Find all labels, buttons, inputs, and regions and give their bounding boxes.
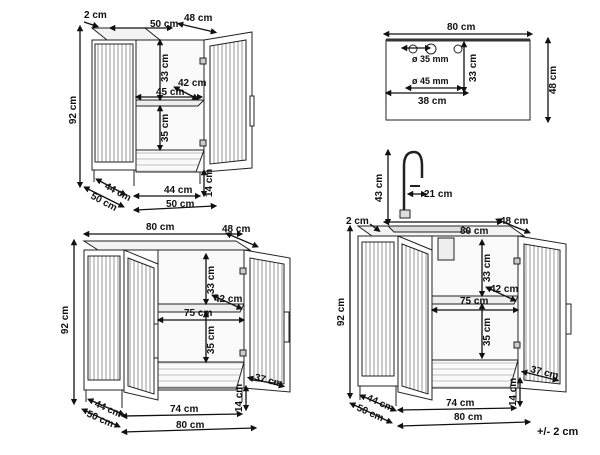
dim-line xyxy=(485,286,517,302)
label-shelf-width: 75 cm xyxy=(460,296,488,307)
label-shelf-width: 75 cm xyxy=(184,308,212,319)
sink-cabinet xyxy=(356,150,572,406)
label-base-width-inner: 74 cm xyxy=(170,404,198,415)
sink-cabinet-dimensions xyxy=(346,148,560,430)
label-top-width: 80 cm xyxy=(146,222,174,233)
label-hole-offset: 33 cm xyxy=(468,54,479,82)
label-shelf-depth: 42 cm xyxy=(490,284,518,295)
label-shelf-width: 45 cm xyxy=(156,87,184,98)
tolerance-note: +/- 2 cm xyxy=(537,426,579,438)
label-worktop-depth: 48 cm xyxy=(548,66,559,94)
label-faucet-height: 43 cm xyxy=(374,174,385,202)
label-base-width-inner: 74 cm xyxy=(446,398,474,409)
label-hole-large: ø 45 mm xyxy=(412,76,449,86)
label-plinth: 14 cm xyxy=(234,384,245,412)
dim-line xyxy=(396,418,532,430)
label-top-width: 80 cm xyxy=(460,226,488,237)
dim-line xyxy=(176,21,218,35)
sink-top-dimensions xyxy=(382,30,552,124)
dim-line xyxy=(211,294,243,310)
label-lower-height: 35 cm xyxy=(160,114,171,142)
dim-line xyxy=(396,404,518,414)
dim-line xyxy=(225,232,259,248)
label-height: 92 cm xyxy=(60,306,71,334)
label-upper-height: 33 cm xyxy=(206,266,217,294)
dim-line xyxy=(83,186,125,208)
worktop-outline xyxy=(385,39,531,121)
label-door-depth: 48 cm xyxy=(222,224,250,235)
label-lower-height: 35 cm xyxy=(482,318,493,346)
sink-top-plan xyxy=(385,38,531,121)
label-faucet-reach: 21 cm xyxy=(424,189,452,200)
dim-line xyxy=(120,410,244,420)
label-door-depth: 48 cm xyxy=(500,216,528,227)
label-basin-width: 38 cm xyxy=(418,96,446,107)
small-cabinet-labels: 2 cm 50 cm 48 cm 92 cm 33 cm 42 cm 45 cm… xyxy=(68,10,215,214)
dim-line xyxy=(246,375,286,389)
label-plinth: 14 cm xyxy=(204,169,215,197)
small-cabinet-dimensions xyxy=(76,21,218,214)
dim-line xyxy=(120,424,258,436)
label-base-width-outer: 80 cm xyxy=(454,412,482,423)
label-height: 92 cm xyxy=(68,96,79,124)
dim-line xyxy=(83,21,100,29)
label-lower-height: 35 cm xyxy=(206,326,217,354)
dim-line xyxy=(494,218,532,234)
label-shelf-depth: 42 cm xyxy=(178,78,206,89)
label-base-width-inner: 44 cm xyxy=(164,185,192,196)
label-worktop-width: 80 cm xyxy=(447,22,475,33)
large-cabinet-dimensions xyxy=(70,230,286,436)
dim-line xyxy=(349,402,393,424)
label-shelf-depth: 42 cm xyxy=(214,294,242,305)
label-base-width-outer: 80 cm xyxy=(176,420,204,431)
label-plinth: 14 cm xyxy=(508,378,519,406)
sink-top-labels: 80 cm 48 cm 33 cm ø 35 mm ø 45 mm 38 cm xyxy=(412,22,559,107)
label-hole-small: ø 35 mm xyxy=(412,54,449,64)
dim-line xyxy=(369,223,381,232)
dim-line xyxy=(81,408,121,428)
label-top-depth: 2 cm xyxy=(346,216,369,227)
label-upper-height: 33 cm xyxy=(160,54,171,82)
label-height: 92 cm xyxy=(336,298,347,326)
label-upper-height: 33 cm xyxy=(482,254,493,282)
dim-line xyxy=(520,369,560,383)
label-top-depth: 2 cm xyxy=(84,10,107,21)
faucet xyxy=(402,150,424,214)
label-inner-width: 50 cm xyxy=(150,19,178,30)
label-door-depth: 48 cm xyxy=(184,13,212,24)
label-base-width-outer: 50 cm xyxy=(166,199,194,210)
small-cabinet xyxy=(90,27,255,186)
dim-line xyxy=(132,202,218,214)
